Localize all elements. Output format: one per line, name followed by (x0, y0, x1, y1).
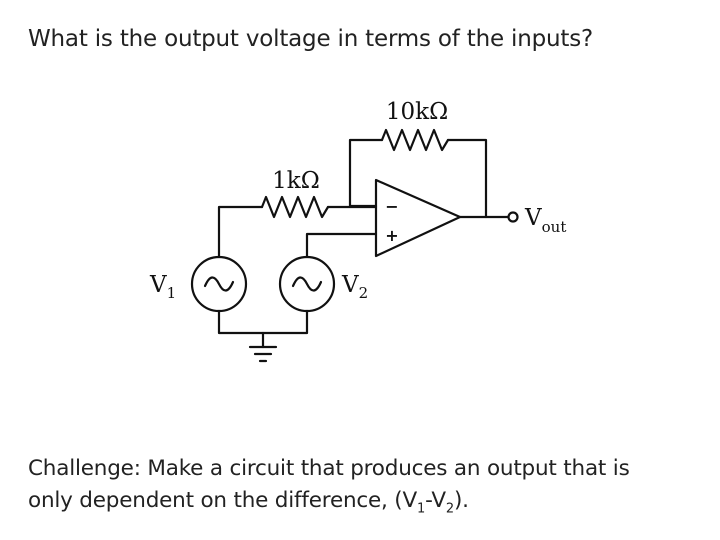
feedback-resistor-zigzag (380, 128, 450, 152)
source-v1-name: V (149, 272, 167, 298)
input-resistor-zigzag (260, 195, 330, 219)
challenge-line-2-prefix: only dependent on the difference, (V (28, 488, 418, 513)
feedback-wire-right (446, 138, 488, 219)
input-wire-left (217, 205, 264, 259)
challenge-subscript-2: 2 (445, 501, 454, 517)
source-v1-subscript: 1 (167, 284, 177, 302)
ground-wire (217, 309, 309, 335)
challenge-text: Challenge: Make a circuit that produces … (28, 453, 698, 517)
source-v2-sine (291, 276, 323, 292)
output-subscript: out (542, 218, 567, 236)
source-v1-label: V1 (149, 272, 176, 302)
source-v2-name: V (341, 272, 359, 298)
challenge-subscript-1: 1 (417, 501, 426, 517)
challenge-line-1: Challenge: Make a circuit that produces … (28, 456, 630, 481)
challenge-line-2-suffix: ). (453, 488, 469, 513)
source-v1-sine (203, 276, 235, 292)
input-resistor-label: 1kΩ (272, 168, 320, 194)
output-label: Vout (524, 205, 566, 236)
op-amp-triangle (374, 178, 462, 258)
source-v2-subscript: 2 (359, 284, 369, 302)
output-terminal (507, 211, 519, 223)
question-text: What is the output voltage in terms of t… (28, 26, 593, 52)
challenge-line-2-mid: -V (425, 488, 446, 513)
source-v2-label: V2 (341, 272, 368, 302)
feedback-wire (348, 138, 384, 208)
feedback-resistor-label: 10kΩ (386, 99, 448, 125)
noninverting-input-sign: + (385, 226, 398, 245)
ground-symbol (248, 345, 278, 363)
output-name: V (524, 205, 542, 231)
noninverting-wire (305, 232, 378, 259)
inverting-input-sign: − (385, 197, 398, 216)
